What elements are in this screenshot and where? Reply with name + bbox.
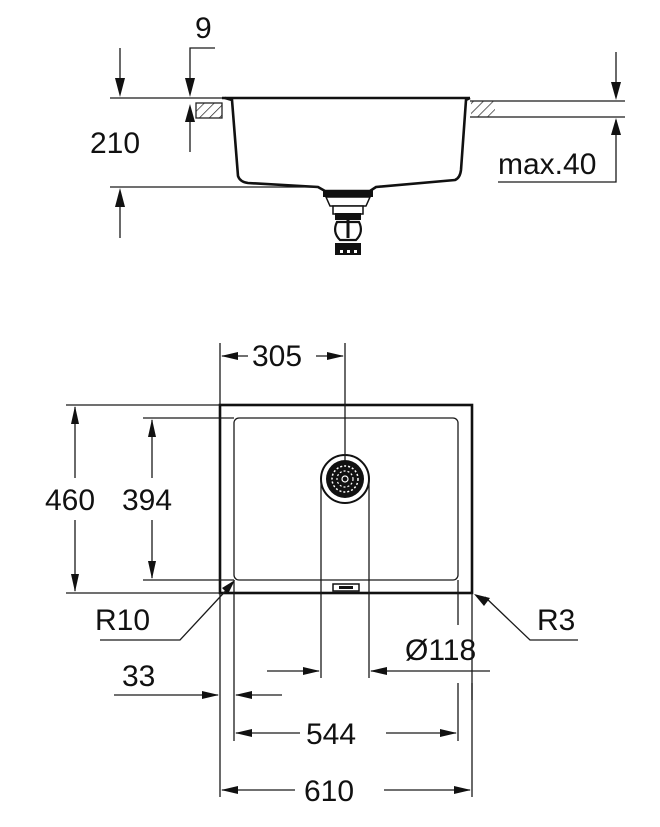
label-rim-thickness: 9 bbox=[195, 12, 212, 45]
arrow-up-icon bbox=[115, 188, 125, 207]
arrow-right-icon bbox=[303, 667, 320, 675]
arrow-down-icon bbox=[148, 561, 156, 579]
arrow-up-icon bbox=[611, 118, 621, 135]
arrow-down-icon bbox=[115, 78, 125, 97]
arrow-icon bbox=[222, 580, 235, 594]
rim-dim-leader bbox=[189, 47, 215, 90]
arrow-icon bbox=[474, 594, 490, 606]
label-inner-width: 544 bbox=[306, 718, 356, 751]
r10-leader bbox=[100, 583, 233, 641]
arrow-right-icon bbox=[440, 729, 457, 737]
arrow-down-icon bbox=[185, 78, 195, 97]
arrow-down-icon bbox=[611, 82, 621, 100]
label-outer-depth: 460 bbox=[45, 484, 95, 517]
label-inner-depth: 394 bbox=[122, 484, 172, 517]
label-drain-diameter: Ø118 bbox=[405, 634, 476, 667]
sink-bowl-outline bbox=[233, 417, 459, 581]
top-view: 305 460 394 R10 R3 Ø118 bbox=[45, 340, 578, 808]
overflow-slot-inner bbox=[339, 586, 353, 589]
arrow-right-icon bbox=[202, 691, 219, 699]
side-view: 210 9 max.40 bbox=[90, 12, 625, 255]
countertop-section-left bbox=[195, 102, 223, 119]
countertop-dim-leader bbox=[498, 120, 617, 183]
label-outer-width: 610 bbox=[304, 775, 354, 808]
drain-fitting bbox=[323, 190, 373, 255]
countertop-section-right bbox=[471, 101, 495, 117]
label-bowl-depth: 210 bbox=[90, 127, 140, 160]
arrow-down-icon bbox=[71, 574, 79, 592]
arrow-up-icon bbox=[71, 406, 79, 424]
arrow-left-icon bbox=[221, 786, 238, 794]
arrow-right-icon bbox=[454, 786, 471, 794]
label-side-offset: 33 bbox=[122, 660, 155, 693]
sink-bowl-profile bbox=[224, 96, 471, 193]
arrow-left-icon bbox=[235, 691, 252, 699]
label-drain-offset: 305 bbox=[252, 340, 302, 373]
arrow-left-icon bbox=[235, 729, 252, 737]
label-corner-radius-inner: R10 bbox=[95, 604, 150, 637]
arrow-right-icon bbox=[327, 352, 344, 360]
label-corner-radius-outer: R3 bbox=[537, 604, 575, 637]
sink-outer-outline bbox=[218, 403, 474, 595]
arrow-left-icon bbox=[370, 667, 387, 675]
drain-icon bbox=[320, 454, 370, 504]
label-countertop-thickness: max.40 bbox=[498, 148, 596, 181]
arrow-left-icon bbox=[221, 352, 238, 360]
arrow-up-icon bbox=[185, 104, 195, 122]
arrow-up-icon bbox=[148, 419, 156, 437]
r3-leader bbox=[484, 596, 578, 641]
